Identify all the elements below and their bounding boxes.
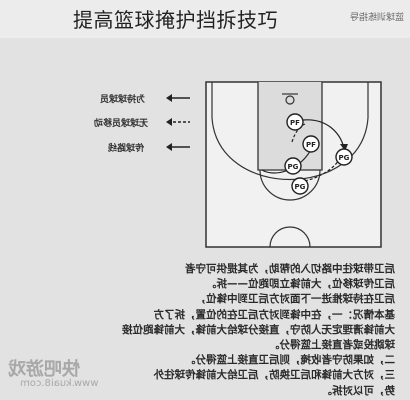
article-line: 后卫带球往中路切入的帮助，为其提供可守者 [185,263,395,275]
key-circle [259,169,321,201]
article-text: 后卫带球往中路切入的帮助，为其提供可守者 后卫传球移位，大前锋立即跑位——拆。 … [95,262,395,399]
legend-label: 无球球员移动 [94,119,149,129]
svg-text:PG: PG [288,163,299,171]
svg-text:PF: PF [306,141,316,149]
svg-text:PF: PF [290,119,300,127]
article-line: 势，可以对拆。 [321,384,396,397]
center-circle [269,226,311,248]
player-marker: PG [335,148,353,166]
cut-path [291,123,306,143]
svg-text:PG: PG [295,183,306,191]
article-line: 后卫传球移位，大前锋立即跑位——拆。 [206,278,395,291]
article-line: 大前锋清理定无人防守，直接分球给大前锋，大前锋跑位接 [122,323,395,336]
watermark-url: www.kuai8.com [20,378,99,389]
basket [285,95,295,105]
player-marker: PF [286,113,304,131]
three-point-arc [211,82,369,181]
article-line: 后卫在持球推进一下面对方后卫到中锋位， [195,293,396,306]
player-marker: PG [291,177,309,195]
legend-label: 传球路线 [108,144,145,154]
article-line: 基本情况：一，在中锋到对方后卫在的位置，拆了方 [153,308,396,321]
article-line: 球跳投或者直接上篮得分。 [269,339,395,352]
article-line: 二，如果防守者收掩，则后卫直接上篮得分。 [185,354,395,367]
player-marker: PG [284,157,302,175]
svg-text:PG: PG [339,154,350,162]
player-marker: PF [302,135,320,153]
legend-label: 为持球球员 [100,95,146,105]
page-title: 提高篮球掩护挡拆技巧 [73,8,278,32]
article-line: 三，对方大前锋和后卫换防，后卫给大前锋传球往外 [153,369,396,382]
